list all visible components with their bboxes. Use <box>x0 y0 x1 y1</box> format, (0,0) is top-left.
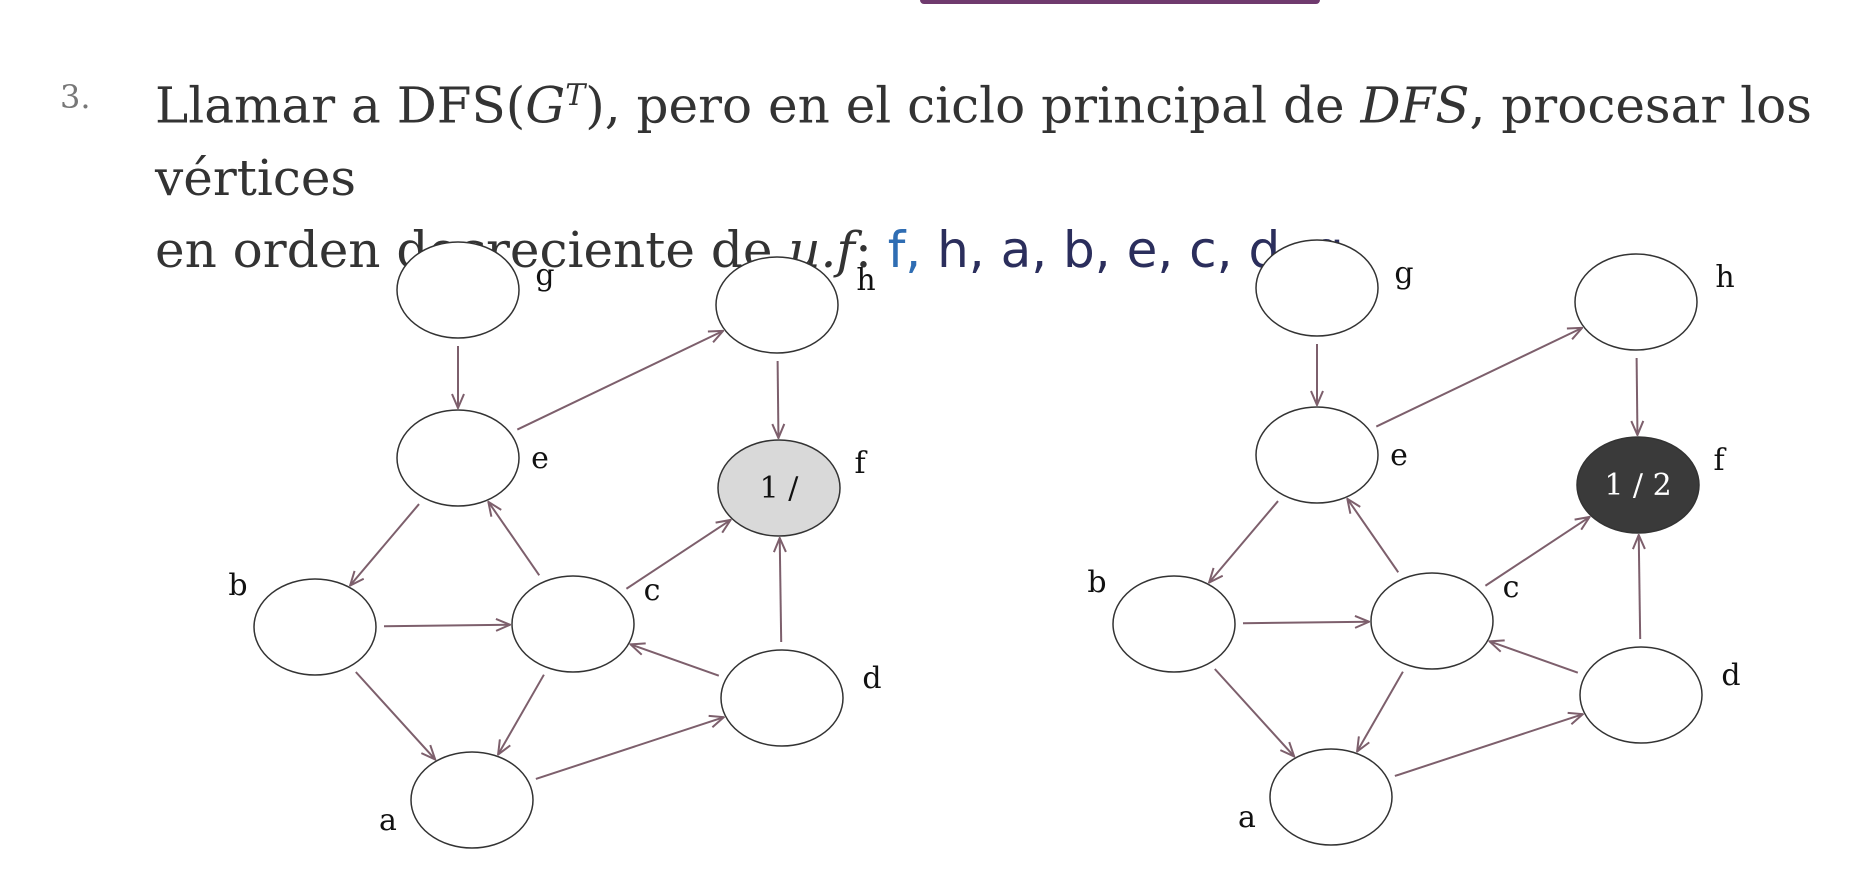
edge-b-c <box>1242 622 1369 623</box>
order-vertex-c: c <box>1189 220 1217 279</box>
edge-e-h <box>516 331 723 431</box>
vertex-h-label: h <box>856 263 875 298</box>
edge-b-c <box>383 625 510 626</box>
vertex-e-node <box>1255 406 1379 504</box>
order-separator: , <box>1216 220 1249 279</box>
order-vertex-h: h <box>937 220 969 279</box>
edge-c-f <box>1484 517 1589 587</box>
edge-c-f <box>625 520 730 590</box>
vertex-e-node <box>396 409 520 507</box>
order-vertex-f: f <box>887 220 906 279</box>
vertex-d-label: d <box>862 661 881 696</box>
vertex-a-node <box>1269 748 1393 846</box>
edge-h-f <box>1637 357 1638 435</box>
edge-e-h <box>1375 328 1582 428</box>
order-separator: , <box>1157 220 1190 279</box>
edge-d-f <box>1639 535 1640 640</box>
step-number: 3. <box>60 78 91 116</box>
edge-d-f <box>780 538 781 643</box>
transpose-T: T <box>565 78 586 113</box>
vertex-f-label: f <box>854 446 867 481</box>
text-a: Llamar a DFS( <box>155 76 526 135</box>
edge-c-a <box>1357 671 1404 752</box>
vertex-a-label: a <box>379 803 397 838</box>
vertex-f-label: f <box>1713 443 1726 478</box>
dfs-italic: DFS <box>1360 76 1470 135</box>
vertex-h-node <box>715 256 839 354</box>
order-vertex-b: b <box>1063 220 1095 279</box>
vertex-f-times: 1 / <box>760 471 800 506</box>
vertex-f-node <box>717 439 841 537</box>
vertex-a-label: a <box>1238 800 1256 835</box>
edge-d-c <box>1490 641 1579 674</box>
edge-h-f <box>778 360 779 438</box>
vertex-b-node <box>1112 575 1236 673</box>
order-vertex-a: a <box>1000 220 1032 279</box>
vertex-e-label: e <box>531 441 549 476</box>
edge-e-b <box>350 503 420 585</box>
vertex-c-label: c <box>644 573 661 608</box>
vertex-b-label: b <box>1087 565 1106 600</box>
vertex-g-label: g <box>535 258 554 293</box>
vertex-d-label: d <box>1721 658 1740 693</box>
edge-c-a <box>498 674 545 755</box>
order-separator: , <box>968 220 1001 279</box>
vertex-c-node <box>511 575 635 673</box>
vertex-c-label: c <box>1503 570 1520 605</box>
order-vertex-e: e <box>1126 220 1158 279</box>
vertex-b-label: b <box>228 568 247 603</box>
edge-b-a <box>355 671 435 759</box>
vertex-a-node <box>410 751 534 849</box>
top-accent-bar <box>920 0 1320 4</box>
edge-c-e <box>488 502 541 576</box>
order-separator: , <box>1031 220 1064 279</box>
vertex-g-node <box>1255 239 1379 337</box>
text-e: : <box>854 220 888 279</box>
order-separator: , <box>905 220 938 279</box>
vertex-b-node <box>253 578 377 676</box>
vertex-h-node <box>1574 253 1698 351</box>
graph-G: G <box>525 76 566 135</box>
vertex-d-node <box>720 649 844 747</box>
vertex-d-node <box>1579 646 1703 744</box>
edge-d-c <box>631 644 720 677</box>
vertex-g-label: g <box>1394 256 1413 291</box>
edge-a-d <box>1394 714 1583 777</box>
edge-e-b <box>1209 500 1279 582</box>
vertex-c-node <box>1370 572 1494 670</box>
text-b: ), pero en el ciclo principal de <box>585 76 1361 135</box>
vertex-e-label: e <box>1390 438 1408 473</box>
edge-b-a <box>1214 668 1294 756</box>
text-c: , procesar los vértices <box>155 76 1812 207</box>
edge-a-d <box>535 717 724 780</box>
vertex-f-times: 1 / 2 <box>1604 468 1671 503</box>
vertex-h-label: h <box>1715 260 1734 295</box>
vertex-g-node <box>396 241 520 339</box>
edge-c-e <box>1347 499 1400 573</box>
vertex-f-node <box>1576 436 1700 534</box>
order-separator: , <box>1094 220 1127 279</box>
